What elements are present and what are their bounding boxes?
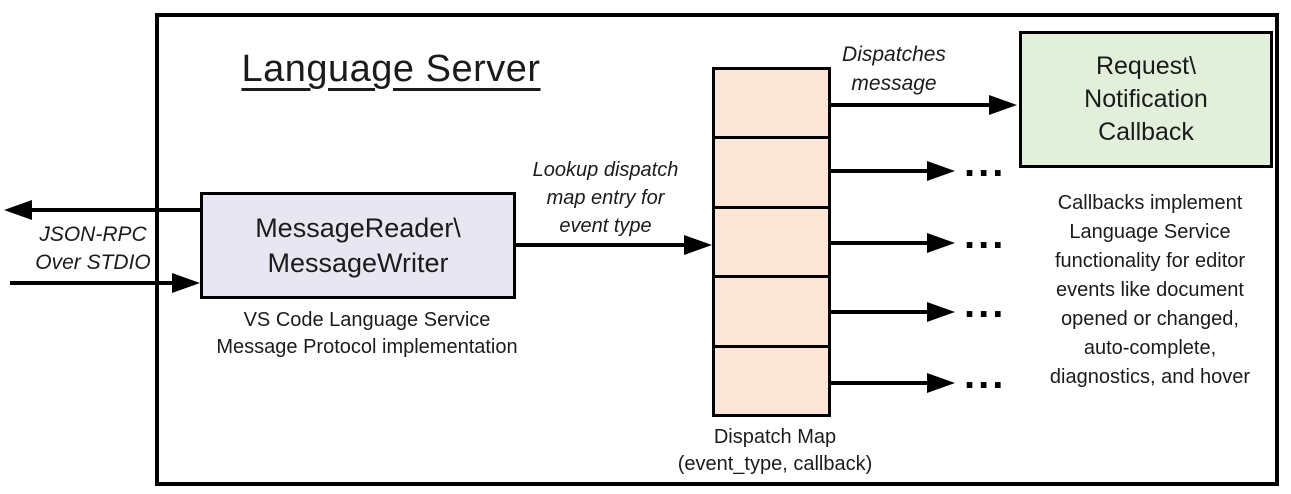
stdio-label: JSON-RPC Over STDIO bbox=[13, 221, 173, 277]
callback-note-line: auto-complete, bbox=[1083, 337, 1217, 359]
dispatch-cell bbox=[715, 70, 828, 136]
language-server-box bbox=[155, 13, 1279, 486]
dispatches-label: Dispatches message bbox=[833, 40, 955, 98]
callback-box-line: Notification bbox=[1084, 85, 1208, 113]
dispatch-cell bbox=[715, 344, 828, 414]
lookup-label: Lookup dispatch map entry for event type bbox=[508, 156, 703, 240]
callback-box-line: Callback bbox=[1098, 118, 1194, 146]
callback-box: Request\ Notification Callback bbox=[1019, 31, 1273, 168]
callback-note-line: opened or changed, bbox=[1061, 308, 1239, 330]
ellipsis: ... bbox=[964, 353, 1007, 397]
lookup-label-line: event type bbox=[559, 215, 652, 237]
stdio-in-arrow bbox=[10, 273, 200, 293]
callback-box-line: Request\ bbox=[1095, 52, 1197, 80]
message-io-caption-line: VS Code Language Service bbox=[243, 309, 491, 331]
dispatch-cell bbox=[715, 275, 828, 344]
dispatch-map-label: Dispatch Map (event_type, callback) bbox=[660, 424, 890, 478]
callback-note-line: functionality for editor bbox=[1054, 250, 1246, 272]
lookup-arrow bbox=[515, 235, 712, 255]
lookup-label-line: map entry for bbox=[546, 187, 665, 209]
callback-note-line: Language Service bbox=[1069, 221, 1231, 243]
dispatches-label-line: Dispatches bbox=[842, 43, 946, 66]
dispatch-map-label-line: (event_type, callback) bbox=[677, 453, 873, 475]
message-io-caption: VS Code Language Service Message Protoco… bbox=[202, 307, 532, 361]
callback-note-line: Callbacks implement bbox=[1057, 192, 1243, 214]
message-io-caption-line: Message Protocol implementation bbox=[216, 336, 518, 358]
dispatch-cell bbox=[715, 205, 828, 275]
dispatches-label-line: message bbox=[851, 72, 937, 95]
message-io-box-line: MessageReader\ bbox=[255, 212, 461, 243]
message-io-box: MessageReader\ MessageWriter bbox=[200, 192, 516, 299]
dispatch-map-label-line: Dispatch Map bbox=[713, 426, 837, 448]
callback-note: Callbacks implement Language Service fun… bbox=[1023, 189, 1277, 392]
ellipsis: ... bbox=[964, 213, 1007, 257]
diagram-title-text: Language Server bbox=[241, 48, 541, 90]
callback-note-line: events like document bbox=[1056, 279, 1244, 301]
diagram-title: Language Server bbox=[215, 48, 567, 91]
message-io-box-line: MessageWriter bbox=[267, 247, 449, 278]
stdio-out-arrow bbox=[4, 200, 200, 220]
dispatch-cell bbox=[715, 136, 828, 205]
callback-note-line: diagnostics, and hover bbox=[1049, 366, 1251, 388]
ellipsis: ... bbox=[964, 141, 1007, 185]
stdio-label-line: JSON-RPC bbox=[39, 223, 147, 246]
dispatch-map bbox=[712, 67, 831, 417]
stdio-label-line: Over STDIO bbox=[35, 251, 151, 274]
lookup-label-line: Lookup dispatch bbox=[532, 159, 679, 181]
ellipsis: ... bbox=[964, 282, 1007, 326]
